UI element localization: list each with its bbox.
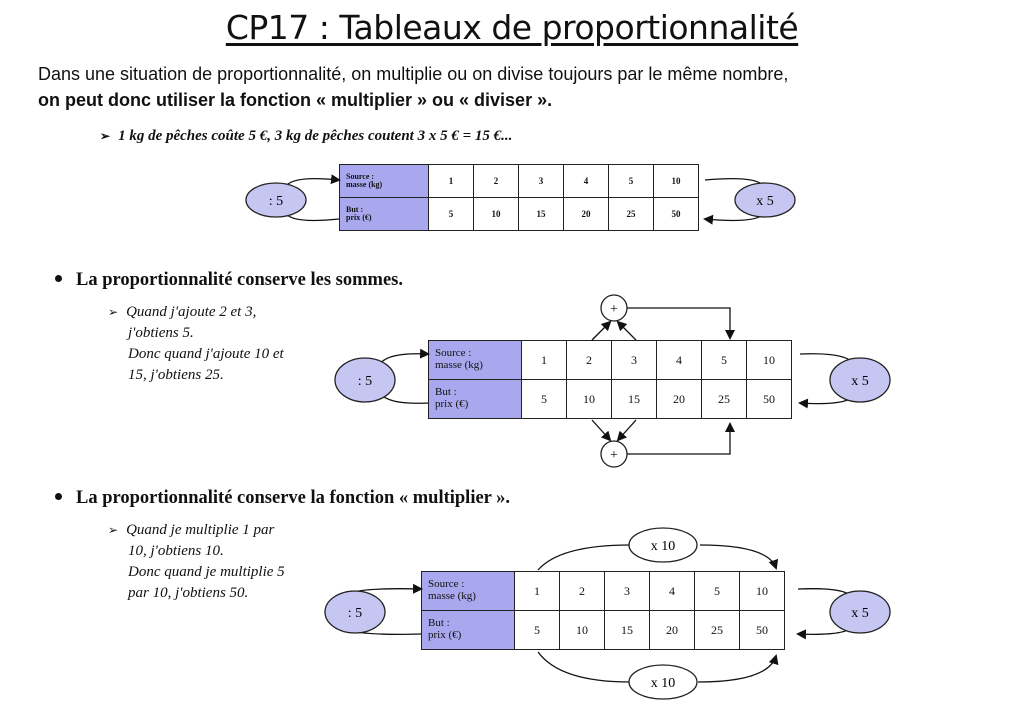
note-line: Donc quand j'ajoute 10 et (128, 346, 284, 362)
cell: 10 (559, 610, 605, 650)
plus-circle-bottom (600, 440, 628, 468)
plus-circle-top (600, 294, 628, 322)
cell: 15 (604, 610, 650, 650)
note-line: Quand j'ajoute 2 et 3, (126, 304, 257, 320)
table-2: Source :masse (kg) 1 2 3 4 5 10 But :pri… (428, 340, 792, 419)
section-2-note: ➢ Quand j'ajoute 2 et 3, j'obtiens 5. Don… (108, 302, 284, 386)
cell: 10 (473, 197, 519, 231)
intro-line-2: on peut donc utiliser la fonction « mult… (38, 90, 553, 110)
bullet-dot-icon (55, 275, 62, 283)
cell: 5 (514, 610, 560, 650)
times10-oval-top (628, 527, 698, 563)
cell: 1 (514, 571, 560, 611)
divide-oval (334, 357, 396, 403)
cell: 4 (656, 340, 702, 380)
times10-operator: x 10 (651, 539, 676, 554)
times10-oval-bottom (628, 664, 698, 700)
arrow-bullet-icon: ➢ (108, 305, 119, 319)
cell: 10 (746, 340, 792, 380)
intro-line-2-wrap: on peut donc utiliser la fonction « mult… (38, 90, 552, 111)
cell: 50 (739, 610, 785, 650)
cell: 10 (566, 379, 612, 419)
divide-operator: : 5 (348, 606, 362, 621)
cell: 25 (608, 197, 654, 231)
cell: 2 (566, 340, 612, 380)
cell: 50 (653, 197, 699, 231)
table-1: Source :masse (kg) 1 2 3 4 5 10 But :pri… (339, 164, 699, 231)
note-line: j'obtiens 5. (128, 325, 194, 341)
arrow-bullet-icon: ➢ (108, 523, 119, 537)
cell: 2 (559, 571, 605, 611)
section-3-bullet: La proportionnalité conserve la fonction… (55, 488, 510, 509)
cell: 2 (473, 164, 519, 198)
divide-operator: : 5 (269, 194, 283, 209)
note-line: Donc quand je multiplie 5 (128, 564, 285, 580)
times10-operator: x 10 (651, 676, 676, 691)
multiply-operator: x 5 (756, 194, 774, 209)
divide-oval (324, 590, 386, 634)
multiply-oval (829, 357, 891, 403)
cell: 10 (739, 571, 785, 611)
note-line: Quand je multiplie 1 par (126, 522, 275, 538)
cell: 15 (518, 197, 564, 231)
row-header-but: But :prix (€) (339, 197, 429, 231)
cell: 20 (649, 610, 695, 650)
section-2-bullet: La proportionnalité conserve les sommes. (55, 270, 403, 291)
table-row: Source :masse (kg) 1 2 3 4 5 10 (428, 340, 792, 380)
table-row: But :prix (€) 5 10 15 20 25 50 (339, 197, 699, 231)
divide-operator: : 5 (358, 374, 372, 389)
cell: 5 (521, 379, 567, 419)
cell: 3 (604, 571, 650, 611)
table-row: But :prix (€) 5 10 15 20 25 50 (421, 610, 785, 650)
cell: 50 (746, 379, 792, 419)
multiply-oval (734, 182, 796, 218)
example-text: 1 kg de pêches coûte 5 €, 3 kg de pêches… (118, 128, 513, 144)
cell: 5 (701, 340, 747, 380)
row-header-source: Source :masse (kg) (428, 340, 522, 380)
plus-operator: + (610, 302, 618, 317)
page-title: CP17 : Tableaux de proportionnalité (225, 8, 799, 47)
table-row: Source :masse (kg) 1 2 3 4 5 10 (339, 164, 699, 198)
cell: 1 (428, 164, 474, 198)
cell: 1 (521, 340, 567, 380)
note-line: 10, j'obtiens 10. (128, 543, 224, 559)
divide-oval (245, 182, 307, 218)
example-line: ➢ 1 kg de pêches coûte 5 €, 3 kg de pêche… (100, 128, 512, 145)
multiply-operator: x 5 (851, 374, 869, 389)
section-3-note: ➢ Quand je multiplie 1 par 10, j'obtiens … (108, 520, 285, 604)
cell: 4 (563, 164, 609, 198)
cell: 5 (608, 164, 654, 198)
cell: 20 (563, 197, 609, 231)
row-header-but: But :prix (€) (421, 610, 515, 650)
section-3-bullet-text: La proportionnalité conserve la fonction… (76, 488, 511, 508)
cell: 4 (649, 571, 695, 611)
cell: 3 (611, 340, 657, 380)
section-2-bullet-text: La proportionnalité conserve les sommes. (76, 270, 403, 290)
bullet-dot-icon (55, 493, 62, 501)
row-header-source: Source :masse (kg) (339, 164, 429, 198)
cell: 10 (653, 164, 699, 198)
multiply-oval (829, 590, 891, 634)
cell: 25 (694, 610, 740, 650)
cell: 5 (428, 197, 474, 231)
note-line: par 10, j'obtiens 50. (128, 585, 249, 601)
table-row: But :prix (€) 5 10 15 20 25 50 (428, 379, 792, 419)
row-header-but: But :prix (€) (428, 379, 522, 419)
cell: 20 (656, 379, 702, 419)
table-3: Source :masse (kg) 1 2 3 4 5 10 But :pri… (421, 571, 785, 650)
plus-operator: + (610, 448, 618, 463)
cell: 25 (701, 379, 747, 419)
cell: 5 (694, 571, 740, 611)
cell: 15 (611, 379, 657, 419)
table-row: Source :masse (kg) 1 2 3 4 5 10 (421, 571, 785, 611)
note-line: 15, j'obtiens 25. (128, 367, 224, 383)
intro-line-1: Dans une situation de proportionnalité, … (38, 64, 789, 84)
cell: 3 (518, 164, 564, 198)
row-header-source: Source :masse (kg) (421, 571, 515, 611)
multiply-operator: x 5 (851, 606, 869, 621)
arrow-bullet-icon: ➢ (100, 129, 111, 143)
